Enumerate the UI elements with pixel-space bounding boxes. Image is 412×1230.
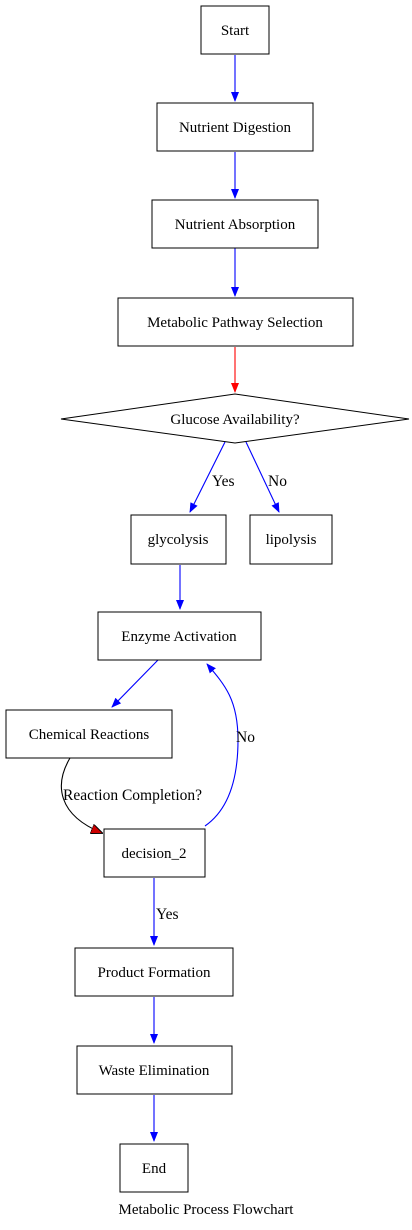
edge-label-reaction-completion: Reaction Completion?: [63, 787, 202, 804]
node-waste: Waste Elimination: [76, 1045, 233, 1095]
edge-glucose-no-to-lipolysis: [245, 441, 280, 513]
node-digestion: Nutrient Digestion: [156, 102, 314, 152]
node-enzyme-label: Enzyme Activation: [121, 629, 237, 645]
node-decision2-label: decision_2: [122, 846, 187, 862]
nodes: Start Nutrient Digestion Nutrient Absorp…: [5, 5, 410, 1193]
node-chemical: Chemical Reactions: [5, 709, 173, 759]
node-lipolysis-label: lipolysis: [266, 532, 317, 548]
node-end-label: End: [142, 1161, 167, 1177]
node-chemical-label: Chemical Reactions: [29, 727, 150, 743]
edge-label-glucose-no: No: [268, 473, 287, 490]
node-glycolysis: glycolysis: [130, 514, 227, 565]
edge-glucose-yes-to-glycolysis: [189, 441, 226, 513]
node-absorption: Nutrient Absorption: [151, 199, 319, 249]
node-start: Start: [200, 5, 270, 55]
edge-label-decision-no: No: [236, 729, 255, 746]
node-glycolysis-label: glycolysis: [148, 532, 209, 548]
node-start-label: Start: [221, 23, 250, 39]
node-digestion-label: Nutrient Digestion: [179, 120, 292, 136]
node-pathway-label: Metabolic Pathway Selection: [147, 315, 323, 331]
node-glucose-decision: Glucose Availability?: [60, 393, 410, 444]
edges: [60, 55, 280, 1142]
edge-chemical-to-decision2: [60, 757, 102, 833]
edge-decision2-no-to-enzyme: [204, 663, 239, 827]
node-lipolysis: lipolysis: [249, 514, 333, 565]
edge-enzyme-to-chemical: [111, 659, 159, 708]
node-decision2: decision_2: [103, 828, 206, 878]
node-absorption-label: Nutrient Absorption: [175, 217, 296, 233]
node-enzyme: Enzyme Activation: [97, 611, 262, 661]
node-product: Product Formation: [74, 947, 234, 997]
node-product-label: Product Formation: [98, 965, 211, 981]
node-glucose-label: Glucose Availability?: [170, 412, 300, 428]
node-waste-label: Waste Elimination: [99, 1063, 210, 1079]
edge-label-glucose-yes: Yes: [212, 473, 235, 490]
node-end: End: [119, 1143, 189, 1193]
node-pathway: Metabolic Pathway Selection: [117, 297, 354, 347]
diagram-caption: Metabolic Process Flowchart: [119, 1202, 295, 1218]
edge-label-decision-yes: Yes: [156, 906, 179, 923]
